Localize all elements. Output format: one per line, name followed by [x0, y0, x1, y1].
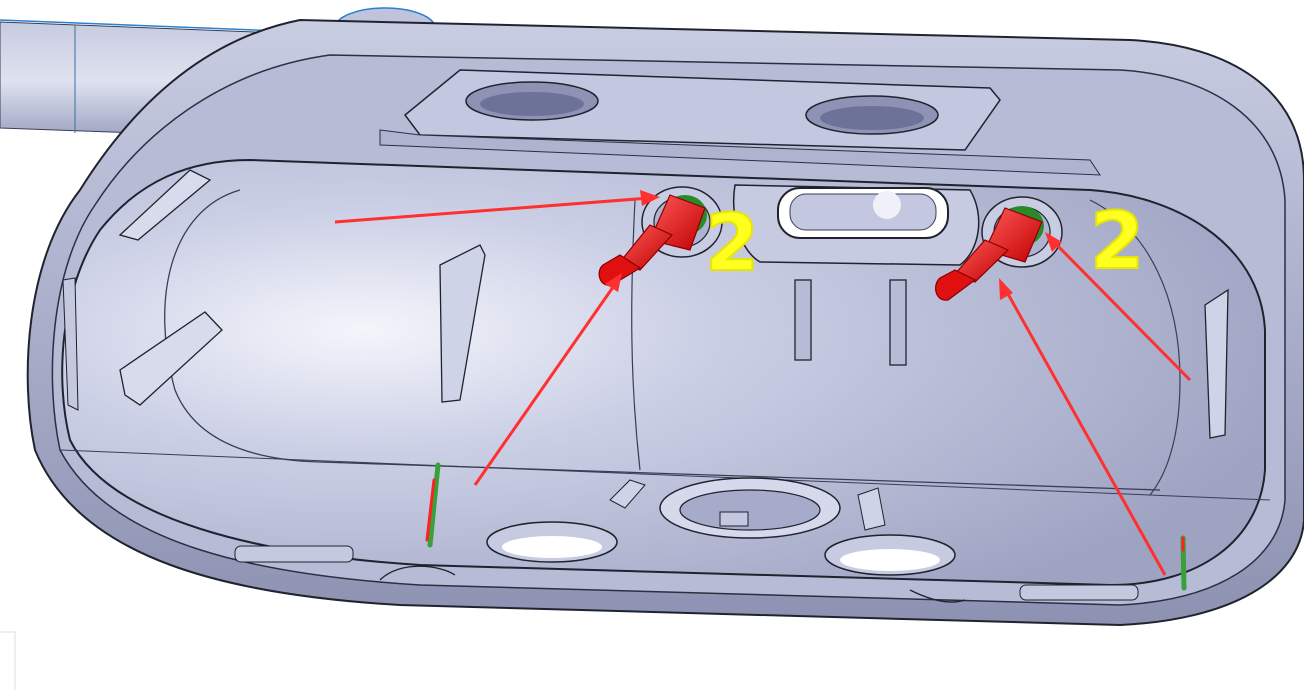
top-plate: [379, 69, 1101, 176]
red-arrow-head-icon: [999, 278, 1013, 300]
red-arrow-icon: [1048, 236, 1192, 382]
red-arrow-head-icon: [640, 190, 660, 206]
red-arrow-icon: [1001, 284, 1167, 576]
red-arrow-icon: [473, 279, 620, 486]
side-ribs: [62, 169, 1229, 439]
red-mark-icon: [425, 478, 436, 542]
red-arrow-icon: [334, 196, 651, 224]
right-red-pin-icon[interactable]: [934, 206, 1044, 301]
bottom-features: [234, 477, 1139, 603]
left-red-pin-icon[interactable]: [598, 194, 707, 286]
right-annotation-label: 2: [1090, 197, 1144, 287]
red-arrows: [334, 190, 1192, 576]
corner-box: [0, 631, 16, 690]
left-annotation-label: 2: [705, 199, 759, 289]
red-arrow-head-icon: [605, 273, 622, 292]
marker-lines: [425, 462, 1187, 591]
green-mark-icon: [427, 462, 441, 548]
red-arrow-head-icon: [1045, 232, 1062, 252]
center-vent: [733, 184, 980, 366]
